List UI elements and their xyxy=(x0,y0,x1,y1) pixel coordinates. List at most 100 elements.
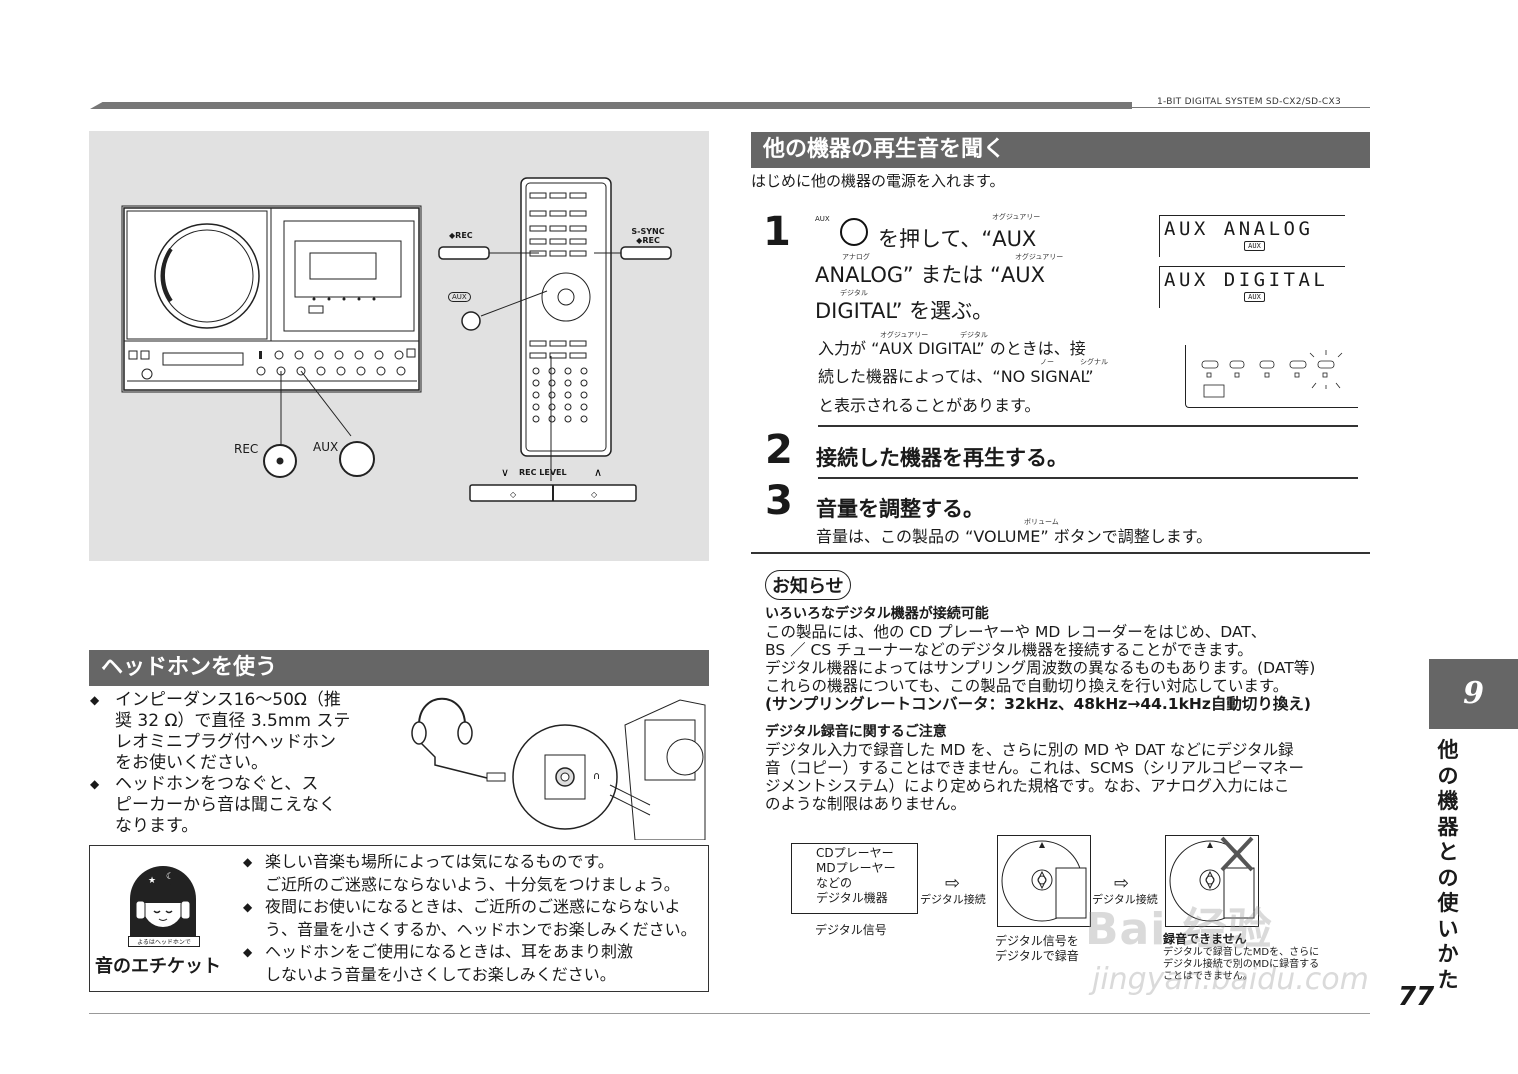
ruby-note-aux: オグジュアリー xyxy=(880,331,929,339)
chapter-title-char: た xyxy=(1437,967,1459,992)
ruby-digital: デジタル xyxy=(840,289,868,297)
step-3-desc: 音量は、この製品の “VOLUME” ボタンで調整します。 xyxy=(816,527,1213,546)
model-name: 1-BIT DIGITAL SYSTEM SD-CX2/SD-CX3 xyxy=(1157,97,1341,107)
remote-ssync-label: S-SYNC ◆REC xyxy=(631,227,665,245)
step-1-line3: DIGITAL” を選ぶ。 xyxy=(815,299,994,323)
step-1-line1: を押して、“AUX xyxy=(878,227,1037,251)
rec-label: REC xyxy=(234,442,259,456)
page-number: 77 xyxy=(1398,982,1435,1012)
etiquette-item-2: 夜間にお使いになるときは、ご近所のご迷惑にならないよ う、音量を小さくするか、ヘ… xyxy=(243,896,703,941)
ruby-aux1: オグジュアリー xyxy=(992,213,1041,221)
ruby-no: ノー xyxy=(1040,358,1054,366)
md-disc-1 xyxy=(997,835,1091,927)
etiquette-badge-icon: ★ ☾ よるはヘッドホンで xyxy=(126,865,200,947)
etiquette-item-1: 楽しい音楽も場所によっては気になるものです。 ご近所のご迷惑にならないよう、十分… xyxy=(243,851,703,896)
step-3-number: 3 xyxy=(765,478,793,524)
svg-text:◇: ◇ xyxy=(591,490,598,499)
ruby-note-dig: デジタル xyxy=(960,331,988,339)
unit-illustration: ◇ ◇ ∨ ∧ REC AUX ◆REC S-SYNC ◆REC AUX REC… xyxy=(89,131,709,561)
etiquette-item-3: ヘッドホンをご使用になるときは、耳をあまり刺激 しないよう音量を小さくしてお楽し… xyxy=(243,941,703,986)
etiquette-items: 楽しい音楽も場所によっては気になるものです。 ご近所のご迷惑にならないよう、十分… xyxy=(243,851,703,986)
step-1-line2: ANALOG” または “AUX xyxy=(815,263,1045,287)
headphone-bullet-1: インピーダンス16〜50Ω（推 奨 32 Ω）で直径 3.5mm ステ レオミニ… xyxy=(90,690,380,774)
header-rule xyxy=(90,102,1132,109)
ruby-analog: アナログ xyxy=(842,253,870,261)
md-disc-1-drawing xyxy=(1001,840,1087,922)
arrow-icon-1: ⇨ xyxy=(945,873,961,894)
input-indicator-panel xyxy=(1185,345,1358,408)
section-aux-playback: 他の機器の再生音を聞く はじめに他の機器の電源を入れます。 xyxy=(751,132,1370,191)
svg-text:◇: ◇ xyxy=(510,490,517,499)
ruby-signal: シグナル xyxy=(1080,358,1108,366)
notice-para-2: デジタル入力で録音した MD を、さらに別の MD や DAT などにデジタル録… xyxy=(765,741,1304,813)
step-2-number: 2 xyxy=(765,427,793,473)
headphone-bullet-2: ヘッドホンをつなぐと、ス ピーカーから音は聞こえなく なります。 xyxy=(90,774,380,837)
aux-button-caption: AUX xyxy=(815,215,830,223)
chapter-title-vertical: 他の機器との使いかた xyxy=(1436,738,1460,993)
section-title: 他の機器の再生音を聞く xyxy=(751,132,1370,168)
notice-body: いろいろなデジタル機器が接続可能 この製品には、他の CD プレーヤーや MD … xyxy=(765,605,1375,813)
section-headphones: ヘッドホンを使う xyxy=(89,650,709,686)
notice-heading-1: いろいろなデジタル機器が接続可能 xyxy=(765,606,989,622)
chapter-tab: 9 xyxy=(1429,659,1518,729)
chapter-title-char: 機 xyxy=(1437,789,1459,813)
etiquette-label: 音のエチケット xyxy=(95,956,221,977)
ruby-aux2: オグジュアリー xyxy=(1015,253,1064,261)
notice-badge: お知らせ xyxy=(765,570,851,600)
section-intro: はじめに他の機器の電源を入れます。 xyxy=(751,172,1005,190)
headphone-bullets: インピーダンス16〜50Ω（推 奨 32 Ω）で直径 3.5mm ステ レオミニ… xyxy=(90,690,380,837)
header-thin-rule xyxy=(1132,107,1370,108)
rec-level-label: REC LEVEL xyxy=(519,468,567,477)
input-indicator-drawing xyxy=(1201,350,1343,398)
svg-text:∨: ∨ xyxy=(501,466,509,479)
chapter-title-char: 他 xyxy=(1437,738,1459,762)
arrow-label-1: デジタル接続 xyxy=(920,893,986,906)
svg-text:☾: ☾ xyxy=(166,872,174,882)
footer-rule xyxy=(89,1013,1370,1014)
chapter-title-char: 使 xyxy=(1437,891,1459,915)
notice-heading-2: デジタル録音に関するご注意 xyxy=(765,724,947,740)
ruby-volume: ボリューム xyxy=(1024,518,1059,526)
etiquette-badge-text: よるはヘッドホンで xyxy=(128,936,200,947)
disc2-caption: 録音できません デジタルで録音したMDを、さらに デジタル接続で別のMDに録音す… xyxy=(1163,932,1320,982)
chapter-title-char: か xyxy=(1437,942,1459,966)
svg-text:∩: ∩ xyxy=(593,771,600,782)
arrow-icon-2: ⇨ xyxy=(1114,873,1130,894)
aux-button-icon xyxy=(840,218,868,246)
step-1-note3: と表示されることがあります。 xyxy=(818,396,1041,415)
watermark-logo: Bai 经验 xyxy=(1085,904,1273,955)
disc1-caption: デジタル信号を デジタルで録音 xyxy=(995,934,1079,963)
step-1-note1: 入力が “AUX DIGITAL” のときは、接 xyxy=(818,339,1086,358)
divider-step3 xyxy=(751,552,1370,554)
svg-text:★: ★ xyxy=(148,876,156,886)
source-device-box: CDプレーヤー MDプレーヤー などの デジタル機器 xyxy=(791,843,918,914)
notice-para-1: この製品には、他の CD プレーヤーや MD レコーダーをはじめ、DAT、 BS… xyxy=(765,623,1316,713)
chapter-title-char: と xyxy=(1437,840,1459,864)
headphone-illustration: ∩ xyxy=(405,685,710,841)
remote-rec-label: ◆REC xyxy=(449,231,473,240)
etiquette-face-drawing: ★ ☾ xyxy=(130,866,196,937)
aux-label: AUX xyxy=(313,440,339,454)
stereo-and-remote-drawing: ◇ ◇ ∨ ∧ xyxy=(121,177,672,502)
svg-text:∧: ∧ xyxy=(594,466,602,479)
divider-step2 xyxy=(818,477,1358,479)
headphones-title: ヘッドホンを使う xyxy=(89,650,709,686)
arrow-label-2: デジタル接続 xyxy=(1092,893,1158,906)
step-3-title: 音量を調整する。 xyxy=(816,497,984,521)
watermark-url: jingyan.baidu.com xyxy=(1092,962,1369,997)
sound-etiquette-box xyxy=(89,845,709,992)
chapter-title-char: い xyxy=(1437,916,1459,941)
md-disc-2 xyxy=(1165,835,1259,927)
remote-aux-label: AUX xyxy=(448,292,471,302)
source-caption: デジタル信号 xyxy=(815,923,887,937)
headphone-drawing: ∩ xyxy=(411,697,706,841)
chapter-title-char: の xyxy=(1437,763,1459,788)
chapter-title-char: の xyxy=(1437,865,1459,890)
md-disc-2-drawing xyxy=(1169,836,1255,922)
chapter-title-char: 器 xyxy=(1437,814,1459,839)
step-1-number: 1 xyxy=(763,209,791,255)
step-2-title: 接続した機器を再生する。 xyxy=(816,446,1068,470)
step-1-note2: 続した機器によっては、“NO SIGNAL” xyxy=(818,367,1094,386)
